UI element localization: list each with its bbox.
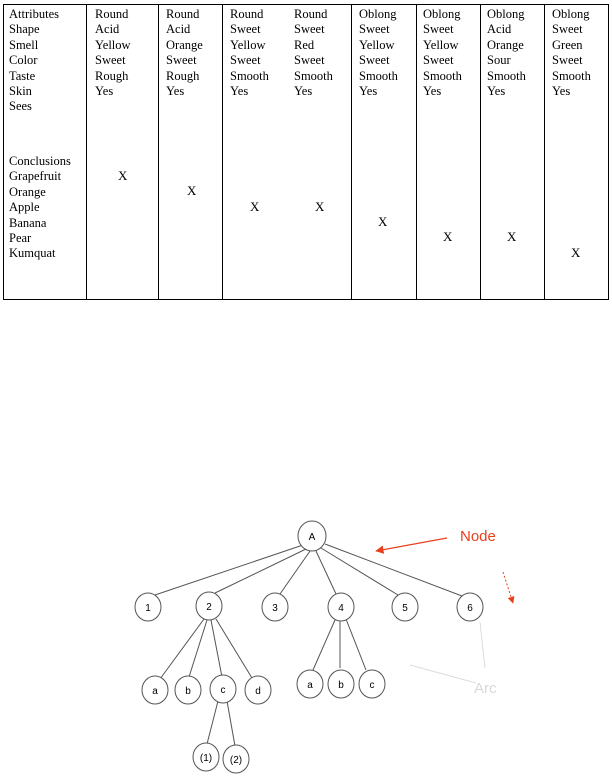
conclusion-mark-pear: X [443, 229, 453, 244]
cell-value: Round [294, 7, 328, 21]
cell-value: Orange [487, 37, 524, 52]
tree-node-2: 2 [206, 602, 212, 613]
cell-value: Smooth [294, 68, 333, 83]
tree-node-3: 3 [272, 603, 278, 614]
conclusions-heading: Conclusions [9, 154, 71, 168]
tree-node-4b: b [338, 680, 344, 691]
cell-value: Yellow [359, 37, 395, 52]
tree-node-2c-2: (2) [230, 755, 242, 766]
node-annotation-arrow [375, 537, 448, 554]
cell-value: Sweet [552, 53, 583, 68]
attribute-name: Skin [9, 84, 32, 99]
tree-node-root: A [309, 532, 316, 543]
cell-value: Sweet [294, 22, 325, 37]
cell-value: Red [294, 37, 315, 52]
tree-node-2d: d [255, 686, 261, 697]
conclusion-mark-pear: X [507, 229, 517, 244]
tree-node-4a: a [307, 680, 313, 691]
cell-value: Yellow [423, 37, 459, 52]
cell-value: Smooth [487, 68, 526, 83]
cell-value: Rough [95, 68, 129, 83]
conclusion-name: Banana [9, 215, 47, 230]
tree-node-4c: c [370, 680, 375, 691]
attribute-name: Shape [9, 22, 40, 37]
cell-value: Sweet [230, 53, 261, 68]
cell-value: Yellow [95, 37, 131, 52]
cell-value: Round [95, 7, 129, 21]
cell-value: Smooth [552, 68, 591, 83]
cell-value: Round [230, 7, 264, 21]
conclusion-mark-apple: X [250, 199, 260, 214]
arc-annotation-line [409, 664, 477, 684]
tree-node-2c-1: (1) [200, 753, 212, 764]
cell-value: Smooth [359, 68, 398, 83]
cell-value: Sweet [294, 53, 325, 68]
cell-value: Round [166, 7, 200, 21]
conclusion-mark-orange: X [187, 183, 197, 198]
tree-node-1: 1 [145, 603, 151, 614]
node-annotation-arrow-dotted [502, 571, 515, 604]
conclusion-mark-banana: X [378, 214, 388, 229]
cell-value: Sweet [552, 22, 583, 37]
node-annotation-label: Node [460, 528, 496, 545]
cell-value: Sweet [95, 53, 126, 68]
conclusion-name: Apple [9, 200, 40, 215]
cell-value: Rough [166, 68, 200, 83]
cell-value: Oblong [423, 7, 461, 21]
cell-value: Oblong [552, 7, 590, 21]
tree-node-2c: c [221, 685, 226, 696]
arc-annotation-line-2 [479, 621, 486, 669]
cell-value: Sweet [423, 53, 454, 68]
cell-value: Yes [487, 84, 506, 99]
tree-node-shapes [134, 520, 484, 774]
cell-value: Yes [294, 84, 313, 99]
conclusion-name: Pear [9, 231, 32, 246]
tree-node-5: 5 [402, 603, 408, 614]
tree-node-4: 4 [338, 603, 344, 614]
cell-value: Acid [95, 22, 120, 37]
cell-value: Yellow [230, 37, 266, 52]
conclusion-name: Orange [9, 184, 46, 199]
cell-value: Yes [423, 84, 442, 99]
conclusion-mark-grapefruit: X [118, 168, 128, 183]
tree-arcs [154, 543, 463, 747]
decision-table: Attributes Shape Smell Color Taste Skin … [3, 4, 609, 300]
tree-canvas: A 1 2 3 4 5 6 a b c d a b c (1) (2) Node… [134, 520, 515, 774]
attribute-name: Smell [9, 37, 39, 52]
tree-node-2a: a [152, 686, 158, 697]
cell-value: Yes [95, 84, 114, 99]
cell-value: Yes [166, 84, 185, 99]
tree-node-2b: b [185, 686, 191, 697]
cell-value: Acid [166, 22, 191, 37]
conclusion-mark-apple: X [315, 199, 325, 214]
cell-value: Sweet [359, 22, 390, 37]
attribute-name: Sees [9, 99, 32, 114]
conclusion-name: Kumquat [9, 246, 56, 261]
table-grid [3, 4, 609, 300]
cell-value: Sweet [166, 53, 197, 68]
cell-value: Sweet [423, 22, 454, 37]
tree-diagram: A 1 2 3 4 5 6 a b c d a b c (1) (2) Node… [0, 505, 612, 782]
cell-value: Yes [552, 84, 571, 99]
cell-value: Green [552, 37, 583, 52]
tree-node-6: 6 [467, 603, 473, 614]
cell-value: Smooth [423, 68, 462, 83]
conclusion-name: Grapefruit [9, 169, 62, 184]
cell-value: Sour [487, 53, 511, 68]
cell-value: Sweet [230, 22, 261, 37]
cell-value: Oblong [359, 7, 397, 21]
attribute-name: Color [9, 53, 38, 68]
cell-value: Acid [487, 22, 512, 37]
cell-value: Yes [359, 84, 378, 99]
attributes-heading: Attributes [9, 7, 59, 21]
cell-value: Oblong [487, 7, 525, 21]
cell-value: Yes [230, 84, 249, 99]
cell-value: Orange [166, 37, 203, 52]
conclusion-mark-kumquat: X [571, 245, 581, 260]
cell-value: Smooth [230, 68, 269, 83]
arc-annotation-label: Arc [474, 680, 497, 697]
attribute-name: Taste [9, 68, 36, 83]
cell-value: Sweet [359, 53, 390, 68]
